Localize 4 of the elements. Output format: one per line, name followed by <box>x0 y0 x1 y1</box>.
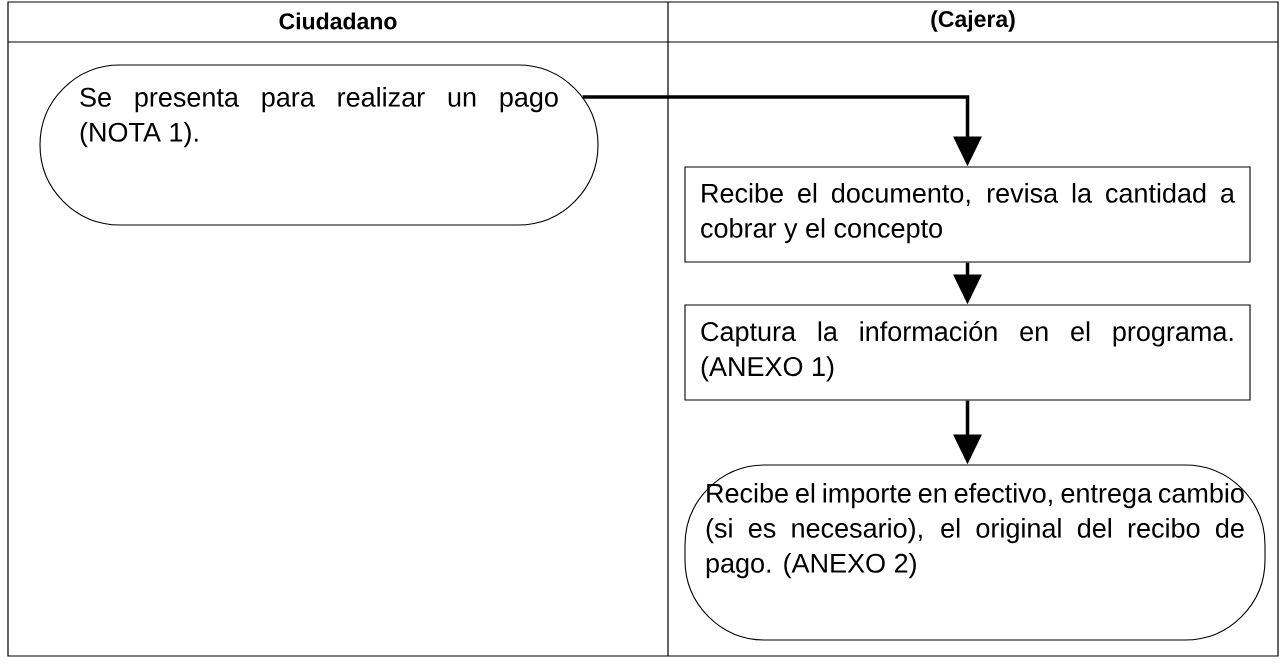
column-header: (Cajera) <box>931 10 1015 32</box>
column-header: Ciudadano <box>279 12 397 30</box>
process-box: Captura la información en el programa. (ANEXO 1) <box>684 304 1251 401</box>
process-box: Recibe el documento, revisa la cantidad a cobrar y el concepto <box>684 166 1251 263</box>
